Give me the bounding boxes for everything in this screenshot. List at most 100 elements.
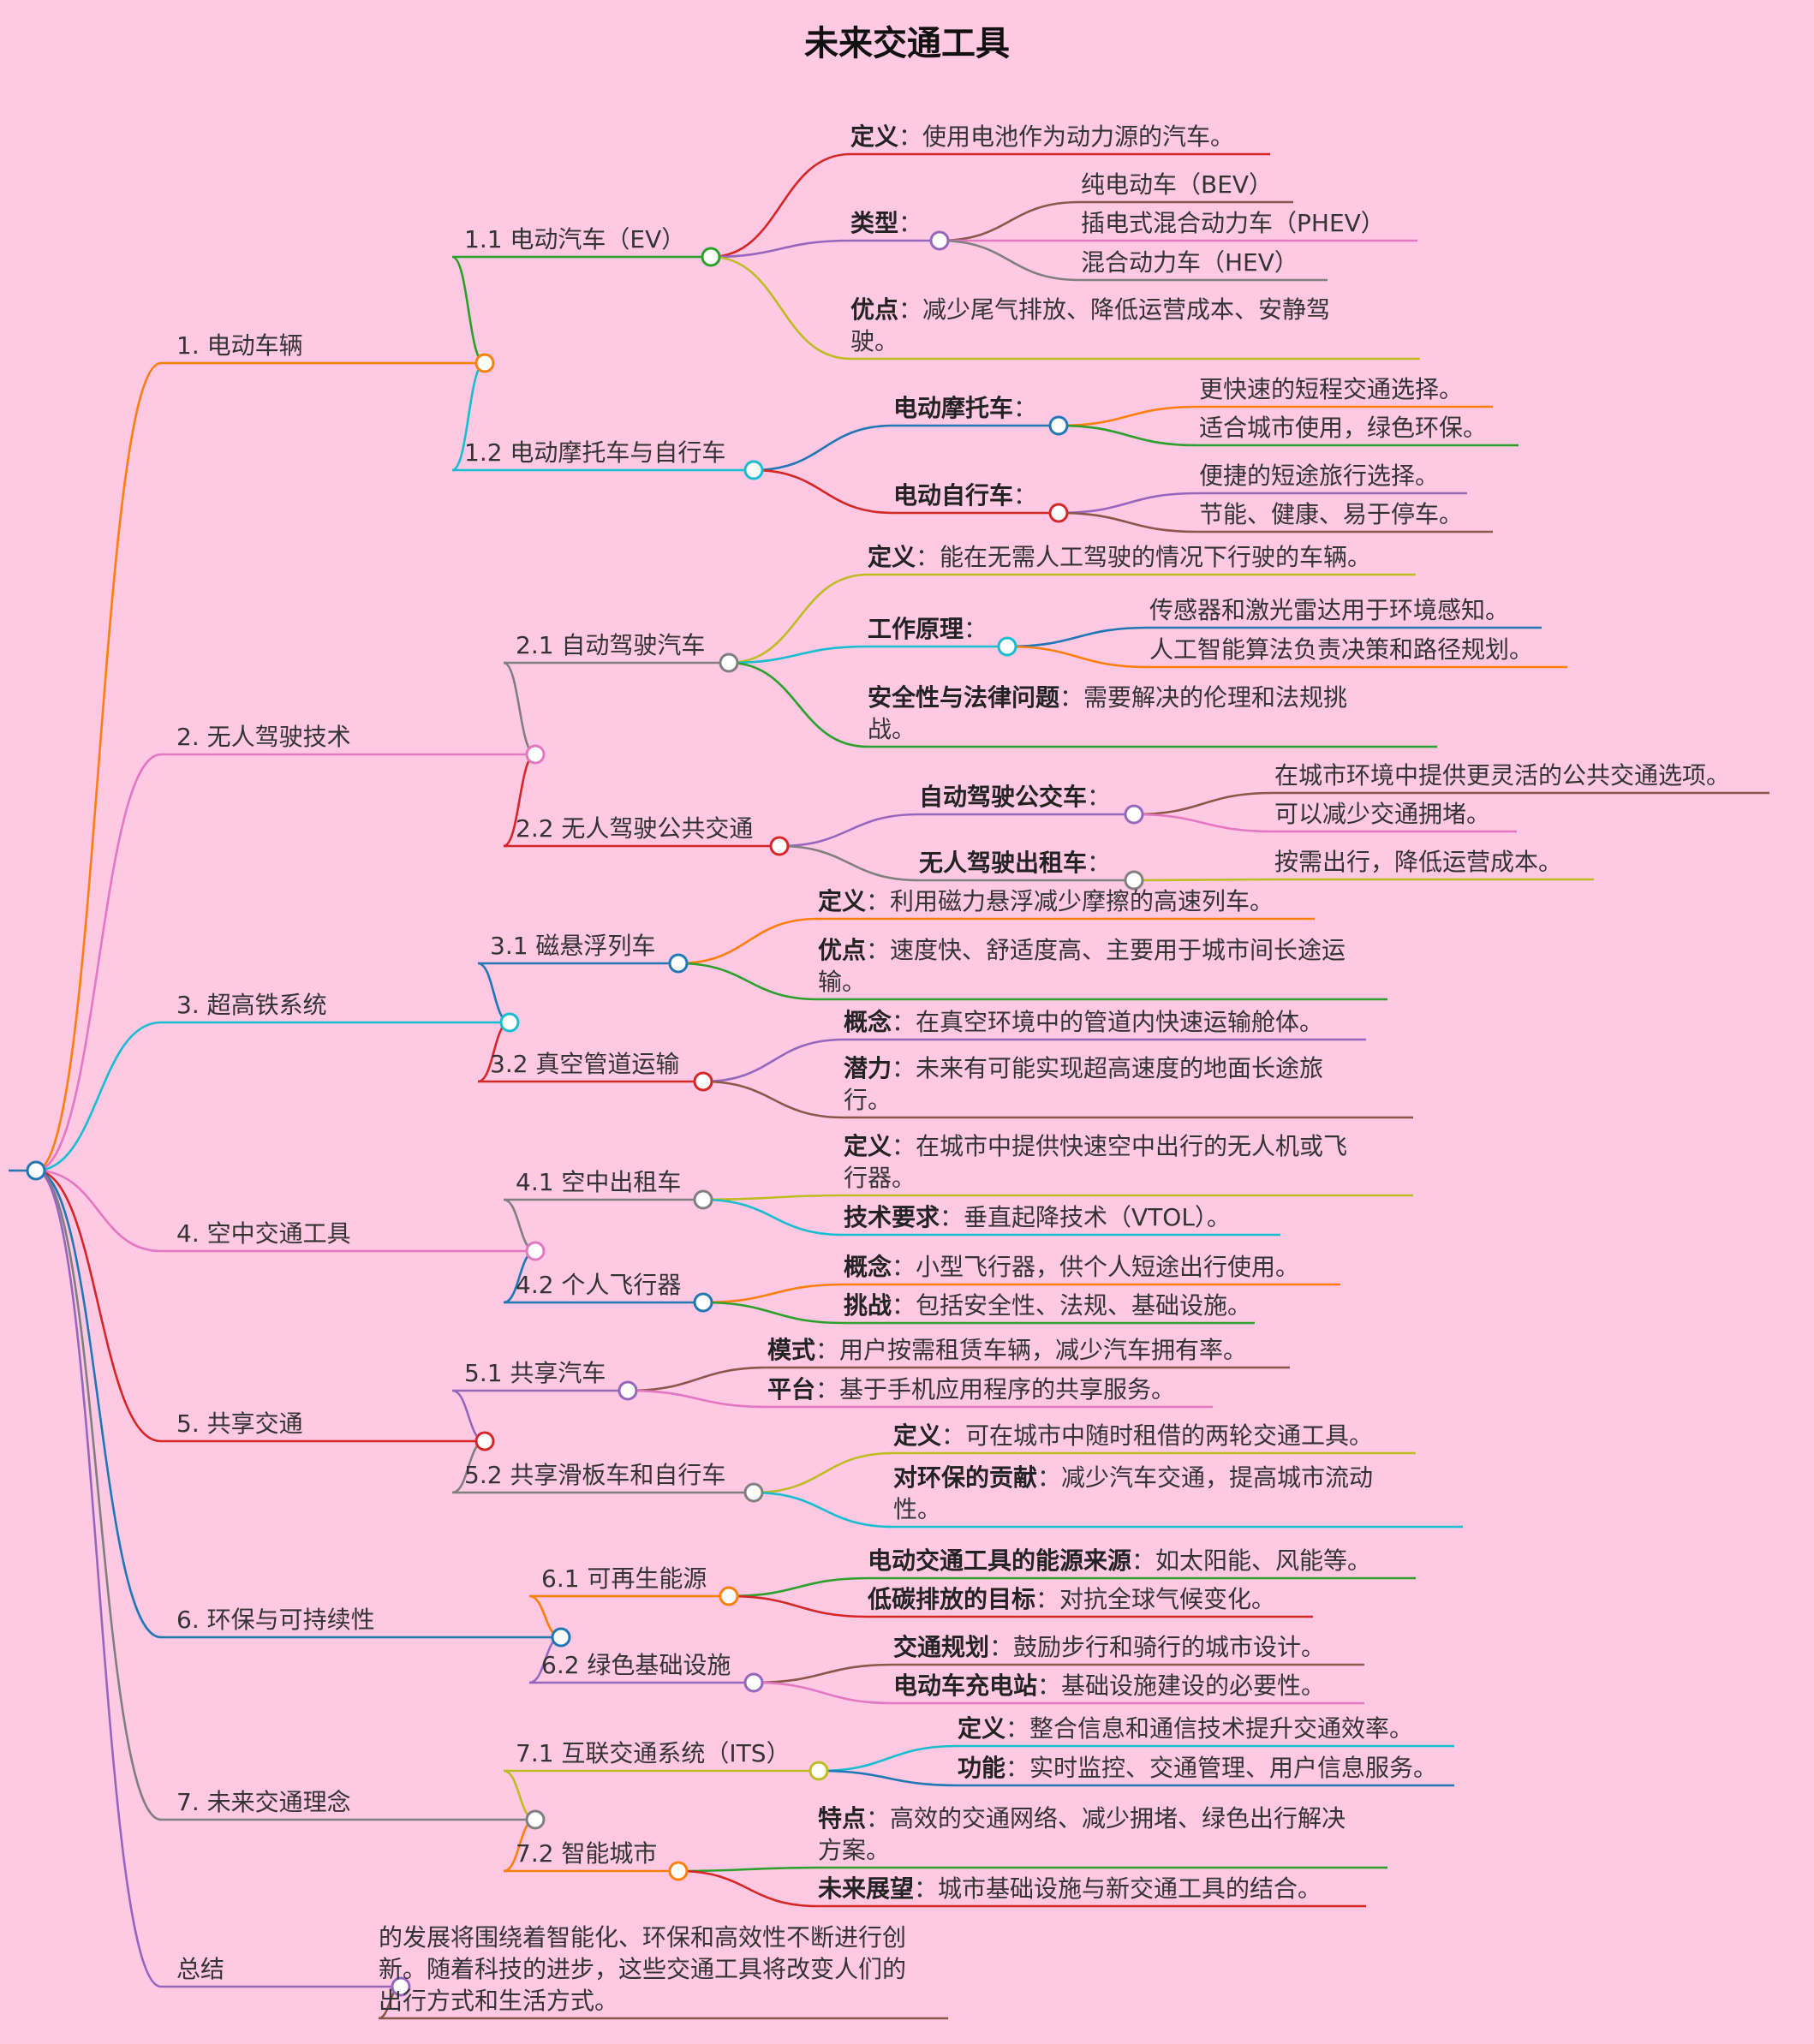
leaf-edge — [753, 468, 894, 515]
sub-node[interactable] — [743, 1672, 764, 1693]
branch-node[interactable] — [474, 353, 495, 373]
node-key: 定义 — [850, 122, 899, 151]
summary-text: 的发展将围绕着智能化、环保和高效性不断进行创新。随着科技的进步，这些交通工具将改… — [379, 1923, 907, 2015]
sub-node[interactable] — [769, 836, 790, 856]
branch-node[interactable] — [551, 1627, 571, 1648]
leaf-label: 工作原理： — [868, 613, 988, 645]
detail-label: 插电式混合动力车（PHEV） — [1081, 209, 1385, 237]
leaf-edge — [728, 1576, 868, 1598]
node-key: 优点 — [850, 295, 899, 324]
leaf-edge — [677, 1869, 819, 1908]
detail-edge — [1058, 511, 1198, 533]
sub-edge — [451, 255, 486, 365]
sub-node[interactable] — [693, 1292, 713, 1313]
sub-node[interactable] — [701, 247, 721, 267]
sub-node[interactable] — [693, 1071, 713, 1092]
node-key: 交通规划 — [893, 1633, 990, 1661]
sub-branch-label: 4.2 个人飞行器 — [516, 1271, 682, 1299]
branch-node[interactable] — [474, 1431, 495, 1451]
node-text: ：需要解决的伦理和法规挑战。 — [868, 683, 1348, 743]
sub-node[interactable] — [719, 1586, 739, 1606]
leaf-edge — [627, 1366, 768, 1392]
node-key: 模式 — [767, 1336, 816, 1364]
node-text: ：能在无需人工驾驶的情况下行驶的车辆。 — [916, 543, 1372, 571]
sub-branch-label: 6.1 可再生能源 — [541, 1564, 707, 1593]
node-key: 电动交通工具的能源来源 — [868, 1546, 1132, 1575]
leaf-node[interactable] — [1048, 415, 1069, 436]
sub-node[interactable] — [618, 1380, 638, 1401]
branch-node[interactable] — [391, 1976, 411, 1997]
branch-edge — [35, 1169, 162, 1443]
sub-node[interactable] — [668, 1861, 689, 1881]
leaf-edge — [677, 1866, 819, 1873]
sub-node[interactable] — [743, 460, 764, 480]
branch-label: 6. 环保与可持续性 — [176, 1606, 375, 1634]
leaf-label: 挑战：包括安全性、法规、基础设施。 — [844, 1290, 1251, 1321]
branch-node[interactable] — [525, 744, 546, 765]
branch-label: 总结 — [176, 1955, 225, 1983]
leaf-label: 无人驾驶出租车： — [919, 847, 1111, 879]
sub-branch-label: 2.1 自动驾驶汽车 — [516, 631, 706, 659]
node-key: 低碳排放的目标 — [868, 1585, 1036, 1613]
branch-label: 7. 未来交通理念 — [176, 1788, 351, 1816]
leaf-label: 定义：在城市中提供快速空中出行的无人机或飞行器。 — [844, 1130, 1358, 1194]
branch-edge — [35, 1169, 162, 1821]
sub-branch-label: 7.1 互联交通系统（ITS） — [516, 1739, 791, 1767]
leaf-label: 特点：高效的交通网络、减少拥堵、绿色出行解决方案。 — [818, 1803, 1349, 1866]
detail-label: 按需出行，降低运营成本。 — [1274, 848, 1563, 876]
node-text: ：使用电池作为动力源的汽车。 — [898, 122, 1235, 151]
node-text: ：基础设施建设的必要性。 — [1037, 1672, 1326, 1700]
leaf-node[interactable] — [1124, 870, 1144, 891]
sub-node[interactable] — [668, 953, 689, 974]
detail-edge — [939, 239, 1080, 282]
node-key: 潜力 — [844, 1054, 892, 1082]
detail-edge — [1133, 813, 1274, 833]
node-text: ： — [964, 615, 988, 643]
leaf-edge — [753, 424, 894, 472]
leaf-label: 定义：能在无需人工驾驶的情况下行驶的车辆。 — [868, 541, 1371, 573]
node-key: 定义 — [844, 1132, 892, 1160]
node-key: 特点 — [818, 1804, 867, 1832]
sub-node[interactable] — [743, 1482, 764, 1503]
leaf-node[interactable] — [929, 230, 950, 251]
node-text: ：速度快、舒适度高、主要用于城市间长途运输。 — [818, 936, 1346, 996]
node-text: ：可在城市中随时租借的两轮交通工具。 — [941, 1421, 1374, 1450]
sub-branch-label: 3.1 磁悬浮列车 — [490, 932, 656, 960]
sub-branch-label: 5.1 共享汽车 — [464, 1359, 606, 1387]
branch-edge — [35, 1021, 162, 1172]
leaf-label: 潜力：未来有可能实现超高速度的地面长途旅行。 — [844, 1052, 1358, 1116]
leaf-label: 模式：用户按需租赁车辆，减少汽车拥有率。 — [767, 1334, 1247, 1366]
node-key: 安全性与法律问题 — [868, 683, 1060, 712]
sub-node[interactable] — [719, 653, 739, 673]
leaf-edge — [677, 962, 819, 1001]
leaf-label: 电动交通工具的能源来源：如太阳能、风能等。 — [868, 1545, 1371, 1576]
branch-node[interactable] — [499, 1012, 520, 1033]
node-text: ：高效的交通网络、减少拥堵、绿色出行解决方案。 — [818, 1804, 1346, 1864]
sub-node[interactable] — [809, 1761, 829, 1781]
detail-edge — [1006, 626, 1149, 648]
node-key: 概念 — [844, 1253, 892, 1281]
branch-node[interactable] — [525, 1241, 546, 1261]
node-key: 优点 — [818, 936, 867, 964]
leaf-edge — [728, 645, 868, 664]
sub-node[interactable] — [693, 1189, 713, 1210]
node-key: 电动摩托车 — [893, 394, 1014, 422]
leaf-node[interactable] — [997, 636, 1017, 657]
detail-label: 人工智能算法负责决策和路径规划。 — [1149, 635, 1534, 664]
leaf-edge — [753, 1681, 894, 1705]
leaf-edge — [702, 1194, 844, 1201]
sub-edge — [477, 962, 510, 1024]
sub-branch-label: 3.2 真空管道运输 — [490, 1050, 680, 1078]
leaf-node[interactable] — [1124, 804, 1144, 825]
node-text: ：在真空环境中的管道内快速运输舱体。 — [892, 1008, 1324, 1036]
leaf-label: 概念：小型飞行器，供个人短途出行使用。 — [844, 1251, 1299, 1283]
node-key: 电动车充电站 — [893, 1672, 1038, 1700]
detail-edge — [939, 200, 1080, 242]
leaf-label: 定义：使用电池作为动力源的汽车。 — [850, 121, 1234, 152]
branch-node[interactable] — [525, 1809, 546, 1830]
node-text: ：减少汽车交通，提高城市流动性。 — [893, 1463, 1374, 1523]
node-text: ：用户按需租赁车辆，减少汽车拥有率。 — [815, 1336, 1248, 1364]
root-node[interactable] — [26, 1160, 46, 1181]
leaf-node[interactable] — [1048, 503, 1069, 523]
sub-edge — [503, 661, 536, 756]
